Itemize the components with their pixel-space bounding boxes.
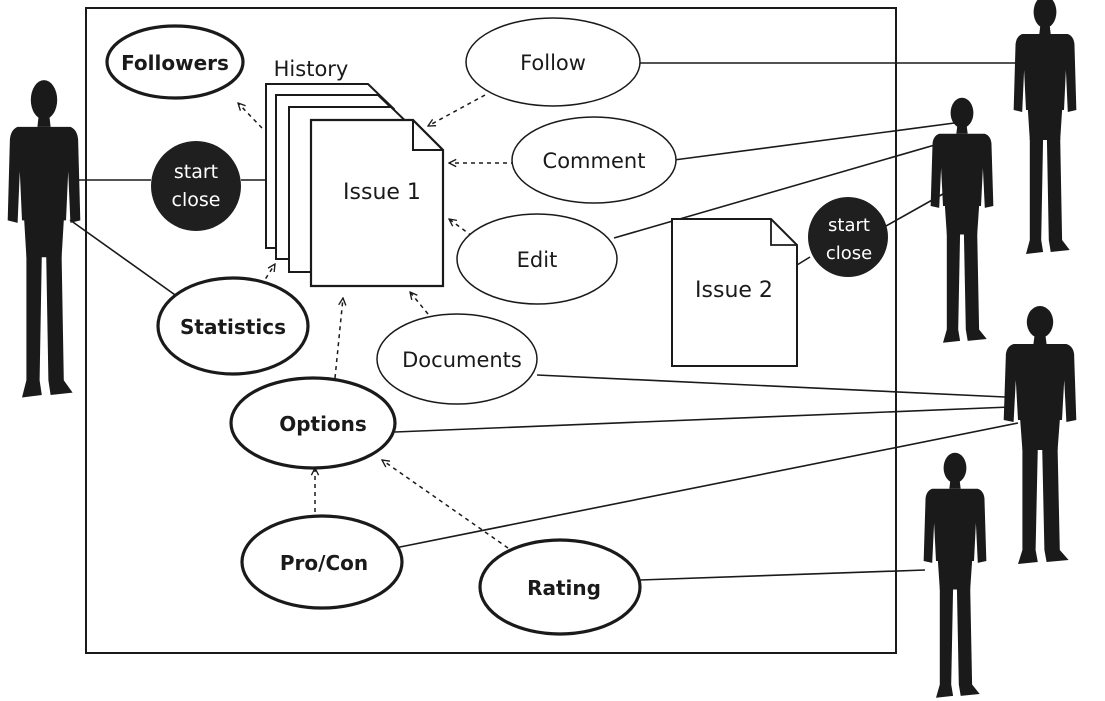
history-label: History [274, 57, 349, 81]
statistics-label: Statistics [180, 315, 286, 339]
system-boundary [85, 7, 897, 654]
badge-left-start: start [174, 161, 218, 183]
association-lines [69, 62, 1019, 581]
followers-label: Followers [121, 51, 229, 75]
badge-right-close: close [826, 243, 872, 264]
followers-usecase[interactable] [105, 24, 245, 100]
procon-usecase[interactable] [240, 514, 404, 610]
edit-usecase[interactable] [456, 213, 618, 305]
badge-right-start: start [828, 215, 870, 236]
actor-right-4-icon [923, 452, 987, 698]
procon-label: Pro/Con [280, 551, 368, 575]
issue2-document[interactable] [671, 218, 798, 367]
follow-label: Follow [520, 51, 586, 75]
actor-right-1-icon [1013, 0, 1077, 254]
options-usecase[interactable] [229, 376, 397, 470]
comment-usecase[interactable] [511, 116, 677, 204]
start-close-badge-left[interactable] [151, 141, 241, 231]
actor-left-icon [7, 80, 81, 398]
comment-label: Comment [543, 149, 646, 173]
rating-usecase[interactable] [478, 538, 642, 636]
documents-usecase[interactable] [376, 313, 538, 405]
statistics-usecase[interactable] [156, 276, 310, 376]
badge-left-close: close [172, 189, 221, 211]
documents-label: Documents [402, 348, 522, 372]
start-close-badge-right[interactable] [808, 197, 888, 277]
actor-right-3-icon [1003, 306, 1077, 564]
follow-usecase[interactable] [465, 17, 641, 107]
rating-label: Rating [527, 576, 601, 600]
options-label: Options [279, 412, 367, 436]
issue2-label: Issue 2 [695, 278, 773, 303]
edit-label: Edit [517, 248, 558, 272]
issue1-document[interactable] [309, 118, 445, 288]
actor-right-2-icon [930, 97, 994, 343]
dependency-arrows [238, 94, 515, 549]
issue1-label: Issue 1 [343, 180, 421, 205]
